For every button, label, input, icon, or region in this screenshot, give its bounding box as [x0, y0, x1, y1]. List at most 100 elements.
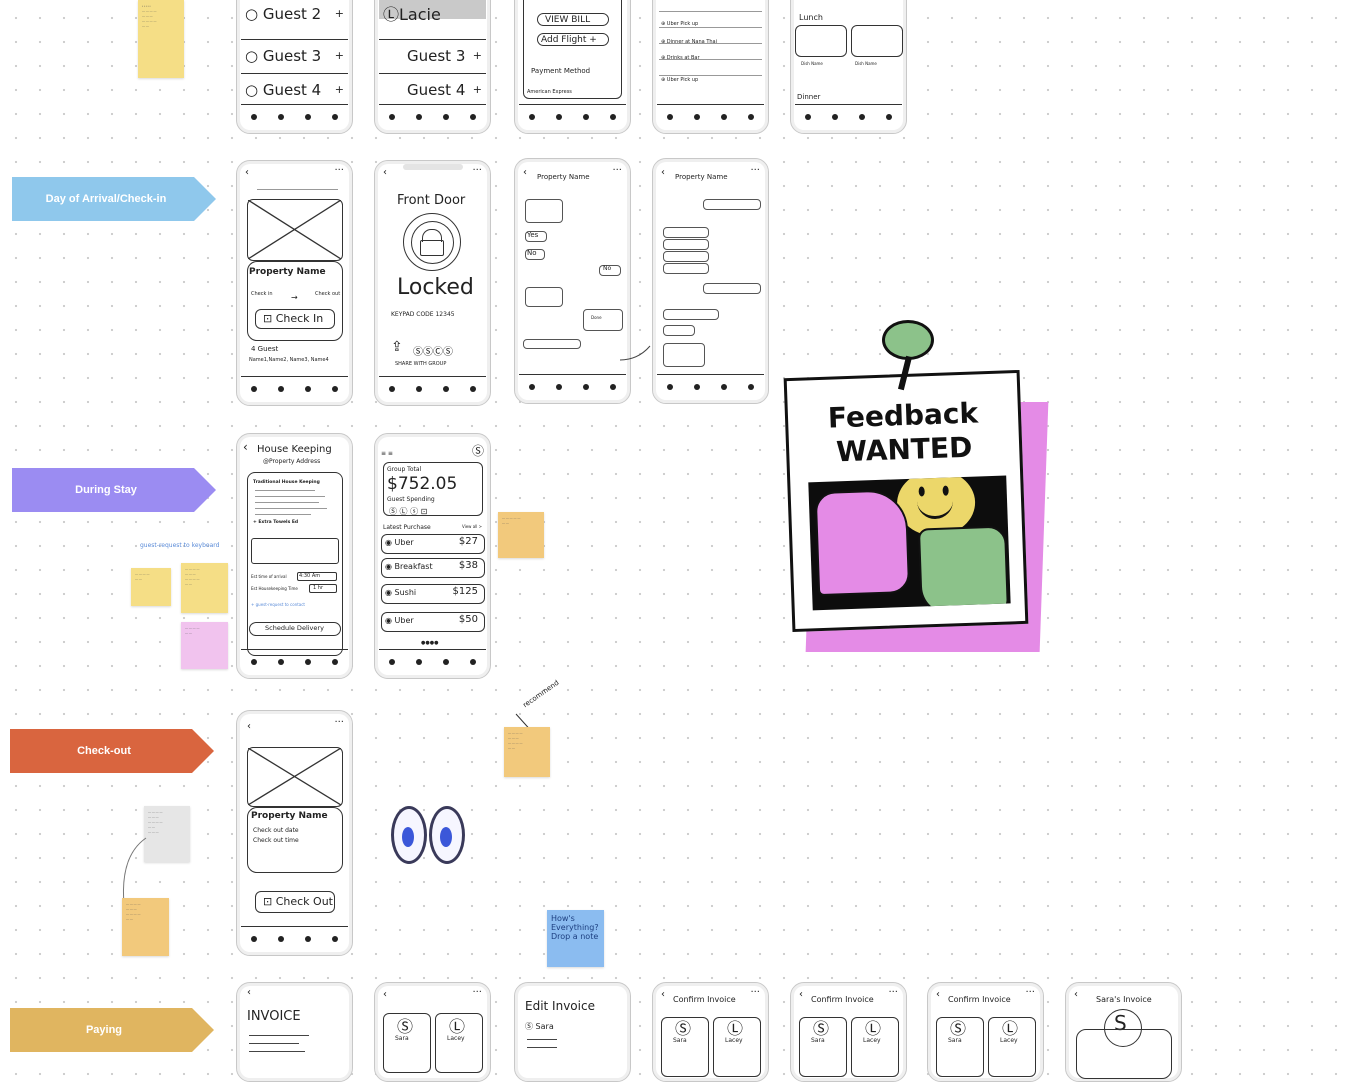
- more-icon[interactable]: ···: [334, 717, 344, 728]
- guest-row-lacie[interactable]: ⓁLacie: [383, 5, 441, 24]
- phone-guest-list-a[interactable]: ○ Guest 2 + ○ Guest 3 + ○ Guest 4 +: [236, 0, 353, 134]
- pushpin-icon: [882, 320, 934, 360]
- phone-guest-list-b[interactable]: ⓁLacie Guest 3 + Guest 4 +: [374, 0, 491, 134]
- guest-row-3b[interactable]: Guest 3: [407, 47, 466, 65]
- connector-line: [122, 837, 147, 905]
- purchase-item-3[interactable]: [381, 584, 485, 604]
- guest-row-3[interactable]: ○ Guest 3: [245, 47, 322, 65]
- phone-confirm-invoice-1[interactable]: ‹ Confirm Invoice ··· Ⓢ Ⓛ Sara Lacey: [652, 982, 769, 1082]
- lock-icon[interactable]: [403, 213, 461, 271]
- back-arrow-icon[interactable]: ‹: [661, 167, 665, 178]
- more-icon[interactable]: ···: [888, 987, 898, 998]
- guest-row-4[interactable]: ○ Guest 4: [245, 81, 322, 99]
- chat-reply-no[interactable]: [525, 249, 545, 260]
- purchase-item-2[interactable]: [381, 558, 485, 578]
- connector-arrow: [619, 345, 651, 361]
- phone-meals[interactable]: Lunch Dish Name Dish Name Dinner: [790, 0, 907, 134]
- property-image-placeholder: [247, 747, 343, 807]
- phone-nav-bar: [379, 104, 486, 129]
- more-icon[interactable]: ···: [750, 165, 760, 176]
- sticky-note-during-1[interactable]: — — — —— —: [131, 568, 171, 606]
- phone-nav-bar: [657, 104, 764, 129]
- back-arrow-icon[interactable]: ‹: [523, 167, 527, 178]
- schedule-delivery-button[interactable]: [249, 622, 341, 636]
- arrival-time-select[interactable]: [297, 572, 337, 581]
- housekeeping-time-select[interactable]: [309, 584, 337, 593]
- phone-nav-bar: [379, 649, 486, 674]
- back-arrow-icon[interactable]: ‹: [383, 167, 387, 178]
- view-all-link[interactable]: View all >: [461, 524, 482, 529]
- phone-nav-bar: [519, 374, 626, 399]
- back-arrow-icon[interactable]: ‹: [1074, 989, 1078, 1000]
- more-icon[interactable]: ···: [750, 987, 760, 998]
- phone-invoice[interactable]: ‹ INVOICE: [236, 982, 353, 1082]
- back-arrow-icon[interactable]: ‹: [799, 989, 803, 1000]
- phone-nav-bar: [241, 376, 348, 401]
- phone-edit-invoice[interactable]: Edit Invoice Ⓢ Sara: [514, 982, 631, 1082]
- feedback-wanted-poster[interactable]: Feedback WANTED: [783, 318, 1049, 658]
- more-icon[interactable]: ···: [1025, 987, 1035, 998]
- phone-bill[interactable]: VIEW BILL Add Flight + Payment Method Am…: [514, 0, 631, 134]
- phone-nav-bar: [379, 376, 486, 401]
- eyes-emoji-icon: [391, 806, 465, 864]
- phone-itinerary[interactable]: ⊕ Uber Pick up ⊕ Dinner at Nana Thai ⊕ D…: [652, 0, 769, 134]
- phone-nav-bar: [795, 104, 902, 129]
- phone-nav-bar: [241, 926, 348, 951]
- chat-reply-yes[interactable]: [525, 231, 547, 242]
- phone-front-door[interactable]: ‹ ··· Front Door Locked KEYPAD CODE 1234…: [374, 160, 491, 406]
- check-out-button[interactable]: [255, 891, 335, 913]
- sticky-note-feedback-blue[interactable]: How's Everything? Drop a note: [547, 910, 604, 967]
- sticky-note-during-3[interactable]: — — — —— —: [181, 622, 228, 669]
- back-arrow-icon[interactable]: ‹: [936, 989, 940, 1000]
- back-arrow-icon[interactable]: ‹: [245, 167, 249, 178]
- sticky-note-group-total[interactable]: — — — — —— —: [498, 512, 544, 558]
- share-icon[interactable]: ⇪: [391, 339, 403, 355]
- lane-check-out[interactable]: Check-out: [10, 729, 214, 773]
- guest-row-2[interactable]: ○ Guest 2: [245, 5, 322, 23]
- back-arrow-icon[interactable]: ‹: [243, 440, 248, 454]
- property-image-placeholder: [247, 199, 343, 261]
- thumbs-up-icon: [917, 525, 1009, 611]
- purchase-item-4[interactable]: [381, 612, 485, 632]
- more-icon[interactable]: ···: [472, 987, 482, 998]
- phone-chat-a[interactable]: ‹ Property Name ··· Yes No No Done: [514, 158, 631, 404]
- phone-group-total[interactable]: ≡ ≡ Ⓢ Group Total $752.05 Guest Spending…: [374, 433, 491, 679]
- phone-nav-bar: [241, 649, 348, 674]
- check-in-button[interactable]: [255, 309, 335, 329]
- back-arrow-icon[interactable]: ‹: [247, 987, 251, 998]
- phone-invoice-split[interactable]: ‹ ··· Ⓢ Ⓛ Sara Lacey: [374, 982, 491, 1082]
- view-bill-button[interactable]: [537, 13, 609, 26]
- phone-sara-invoice[interactable]: ‹ Sara's Invoice S: [1065, 982, 1182, 1082]
- sticky-note-checkout-orange[interactable]: — — — —— — —— — — —— —: [122, 898, 169, 956]
- purchase-item-1[interactable]: [381, 534, 485, 554]
- avatar-icon[interactable]: Ⓢ: [471, 444, 484, 458]
- sticky-note-during-2[interactable]: — — — —— — —— — — —— —: [181, 563, 228, 613]
- lane-paying[interactable]: Paying: [10, 1008, 214, 1052]
- phone-check-out[interactable]: ‹ ··· Property Name Check out date Check…: [236, 710, 353, 956]
- recommend-annotation: recommend: [521, 678, 561, 710]
- sticky-note-checkout-gray[interactable]: — — — —— — —— — — —— —— — —: [144, 806, 190, 862]
- lane-during-stay[interactable]: During Stay: [12, 468, 216, 512]
- guest-row-4b[interactable]: Guest 4: [407, 81, 466, 99]
- phone-nav-bar: [657, 374, 764, 399]
- back-arrow-icon[interactable]: ≡ ≡: [381, 450, 393, 457]
- more-icon[interactable]: ···: [334, 165, 344, 176]
- back-arrow-icon[interactable]: ‹: [661, 989, 665, 1000]
- back-arrow-icon[interactable]: ‹: [247, 721, 251, 732]
- guest-request-note-label: guest-request to keyboard: [140, 542, 220, 549]
- back-arrow-icon[interactable]: ‹: [383, 989, 387, 1000]
- phone-housekeeping[interactable]: ‹ House Keeping @Property Address Tradit…: [236, 433, 353, 679]
- phone-confirm-invoice-3[interactable]: ‹ Confirm Invoice ··· Ⓢ Ⓛ Sara Lacey: [927, 982, 1044, 1082]
- more-icon[interactable]: ···: [472, 165, 482, 176]
- phone-confirm-invoice-2[interactable]: ‹ Confirm Invoice ··· Ⓢ Ⓛ Sara Lacey: [790, 982, 907, 1082]
- phone-check-in[interactable]: ‹ ··· Property Name Check in → Check out…: [236, 160, 353, 406]
- phone-chat-b[interactable]: ‹ Property Name ···: [652, 158, 769, 404]
- thumbs-down-icon: [814, 488, 911, 597]
- more-icon[interactable]: ···: [612, 165, 622, 176]
- sticky-note-checkout-a[interactable]: — — — —— — —— — — —— —: [504, 727, 550, 777]
- phone-nav-bar: [519, 104, 626, 129]
- lane-day-of-arrival[interactable]: Day of Arrival/Check-in: [12, 177, 216, 221]
- add-flight-button[interactable]: [537, 33, 609, 46]
- phone-nav-bar: [241, 104, 348, 129]
- sticky-note-top[interactable]: • • • • •— — — —— — —— — — —— —: [138, 0, 184, 78]
